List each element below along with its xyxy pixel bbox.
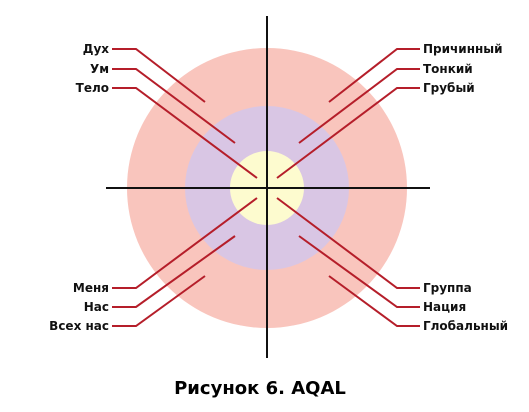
leader-bottom-left-2: [112, 235, 236, 308]
label-global: Глобальный: [423, 319, 508, 333]
leaders-top-right: [276, 48, 420, 179]
leaders-bottom-right: [276, 197, 420, 327]
leaders-bottom-left: [112, 197, 258, 327]
figure-caption: Рисунок 6. AQAL: [174, 378, 346, 399]
label-spirit: Дух: [83, 42, 110, 56]
leaders-top-left: [112, 48, 258, 179]
leader-top-right-3: [276, 87, 420, 179]
leader-top-right-2: [298, 68, 420, 144]
label-all-of-us: Всех нас: [49, 319, 109, 333]
label-subtle: Тонкий: [423, 62, 473, 76]
label-me: Меня: [73, 281, 109, 295]
leader-bottom-right-2: [298, 235, 420, 308]
leader-top-left-3: [112, 87, 258, 179]
label-gross: Грубый: [423, 81, 475, 95]
label-us: Нас: [84, 300, 109, 314]
leader-bottom-left-3: [112, 275, 206, 327]
label-group: Группа: [423, 281, 472, 295]
leader-bottom-right-1: [276, 197, 420, 289]
leader-top-left-2: [112, 68, 236, 144]
label-body: Тело: [76, 81, 109, 95]
label-mind: Ум: [90, 62, 109, 76]
leader-top-left-1: [112, 48, 206, 103]
leader-top-right-1: [328, 48, 420, 103]
label-causal: Причинный: [423, 42, 503, 56]
label-nation: Нация: [423, 300, 466, 314]
leader-bottom-right-3: [328, 275, 420, 327]
leader-bottom-left-1: [112, 197, 258, 289]
